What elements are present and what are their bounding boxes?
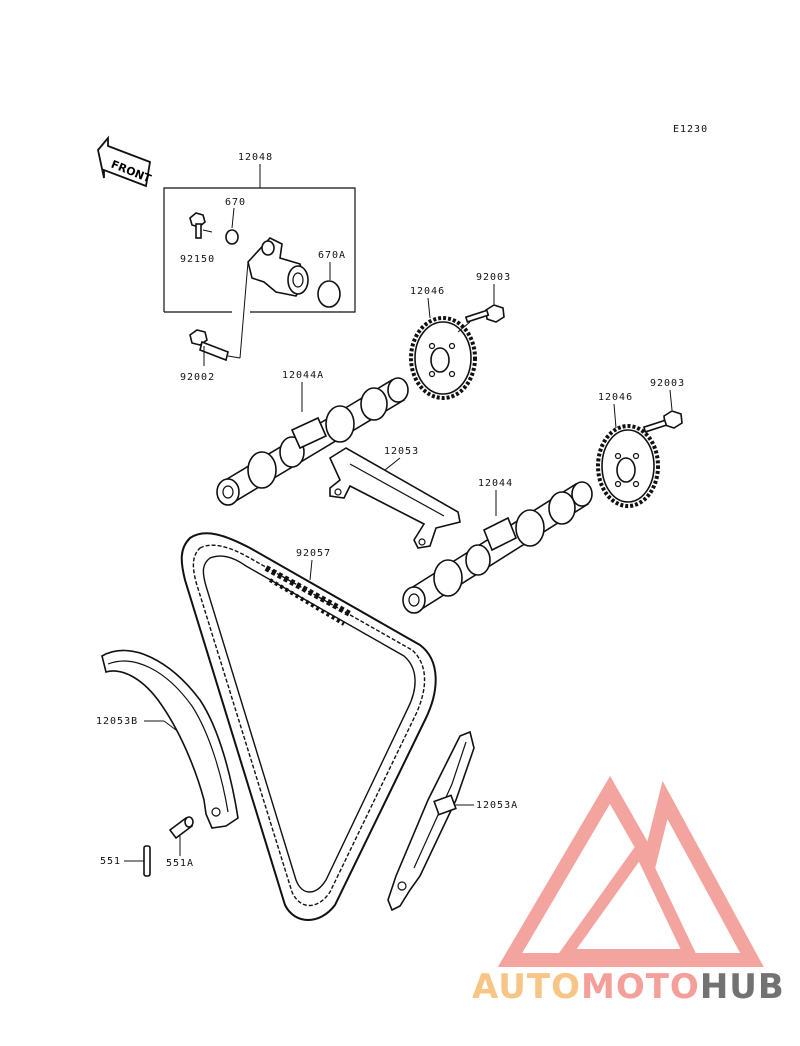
label-12046-upper: 12046: [410, 286, 445, 297]
watermark-text-auto: AUTO: [472, 967, 581, 1007]
label-92002: 92002: [180, 372, 215, 383]
pin-short: 551A: [166, 816, 194, 869]
label-12053B: 12053B: [96, 716, 138, 727]
label-12048: 12048: [238, 152, 273, 163]
oring-small: 670: [225, 197, 246, 245]
pin-long: 551: [100, 845, 151, 877]
watermark-logo: AUTOMOTOHUB: [472, 776, 785, 1007]
chain-guide-left: 12053B: [96, 649, 239, 829]
bolt-92002: 92002: [180, 329, 241, 383]
bolt-92003-lower: 92003: [642, 378, 685, 433]
camshaft-upper: 12044A: [216, 370, 409, 506]
label-12046-lower: 12046: [598, 392, 633, 403]
watermark-text-moto: MOTO: [581, 967, 700, 1007]
label-12053: 12053: [384, 446, 419, 457]
label-12044A: 12044A: [282, 370, 324, 381]
label-92003-lower: 92003: [650, 378, 685, 389]
chain-links-detail: [264, 565, 352, 626]
svg-text:AUTOMOTOHUB: AUTOMOTOHUB: [472, 967, 785, 1007]
label-551A: 551A: [166, 858, 194, 869]
label-12044: 12044: [478, 478, 513, 489]
label-92150: 92150: [180, 254, 215, 265]
label-92003-upper: 92003: [476, 272, 511, 283]
camshaft-lower: 12044: [402, 478, 593, 614]
cam-chain-tensioner: [239, 237, 309, 359]
bolt-92003-upper: 92003: [457, 272, 511, 333]
label-551: 551: [100, 856, 121, 867]
front-arrow-icon: FRONT: [97, 135, 153, 188]
bolt-92150: 92150: [180, 212, 215, 265]
label-670A: 670A: [318, 250, 346, 261]
label-92057: 92057: [296, 548, 331, 559]
label-12053A: 12053A: [476, 800, 518, 811]
sprocket-upper: 12046: [409, 286, 477, 400]
chain-guide-upper: 12053: [328, 446, 461, 549]
tensioner-assembly-box: 12048: [163, 152, 356, 313]
chain-guide-right: 12053A: [387, 730, 518, 912]
diagram-ref-code: E1230: [673, 124, 708, 135]
oring-large: 670A: [317, 250, 346, 308]
sprocket-lower: 12046: [596, 392, 660, 508]
label-670: 670: [225, 197, 246, 208]
cam-chain: 92057: [180, 532, 437, 921]
watermark-text-hub: HUB: [700, 967, 785, 1007]
